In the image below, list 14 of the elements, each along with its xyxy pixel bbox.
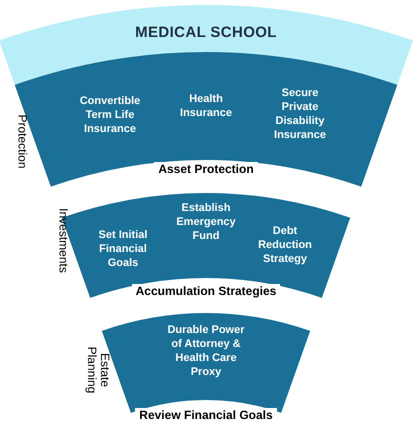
band-item-text: Health Insurance (179, 92, 233, 120)
band-item-text: Convertible Term Life Insurance (78, 94, 142, 136)
band-item-text: Durable Power of Attorney & Health Care Proxy (166, 323, 246, 379)
band-item-text: Set Initial Financial Goals (98, 228, 148, 270)
side-label: Protection (16, 114, 28, 169)
band-caption: Asset Protection (154, 162, 258, 176)
band-title: MEDICAL SCHOOL (135, 23, 277, 43)
band-caption: Accumulation Strategies (132, 284, 280, 298)
band-caption: Review Financial Goals (135, 408, 277, 422)
side-label: Investments (56, 208, 70, 273)
side-label: Estate Planning (85, 346, 111, 396)
band-item-text: Debt Reduction Strategy (257, 224, 313, 266)
band-item-text: Secure Private Disability Insurance (273, 86, 327, 142)
band-item-text: Establish Emergency Fund (175, 201, 237, 243)
